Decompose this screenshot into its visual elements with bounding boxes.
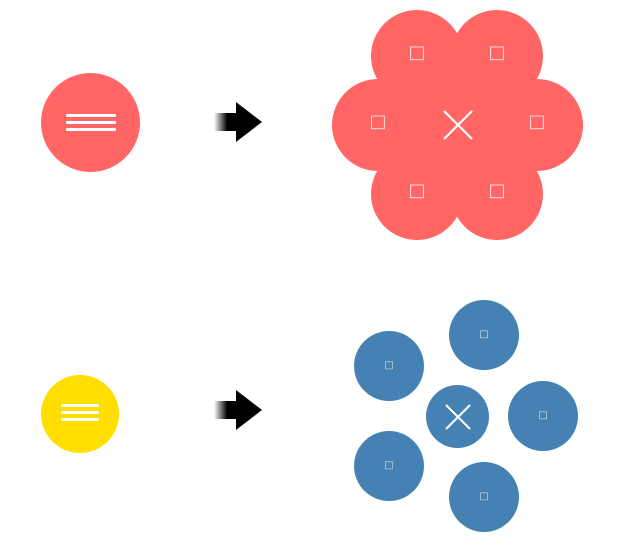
yellow-menu-toggle[interactable] — [41, 375, 119, 453]
menu-item-button[interactable]: □ — [449, 300, 519, 370]
menu-item-icon: □ — [479, 491, 489, 502]
menu-item-icon: □ — [384, 460, 394, 471]
menu-item-icon: □ — [538, 410, 548, 421]
hamburger-icon-line-2 — [61, 411, 99, 414]
hamburger-icon-line-3 — [61, 418, 99, 421]
close-menu-button[interactable] — [426, 385, 489, 448]
menu-item-icon[interactable]: □ — [488, 180, 506, 201]
menu-item-icon[interactable]: □ — [488, 42, 506, 63]
red-menu-toggle[interactable] — [41, 73, 140, 172]
menu-item-icon[interactable]: □ — [369, 111, 387, 132]
arrow-right-icon — [214, 390, 262, 430]
menu-item-icon[interactable]: □ — [408, 180, 426, 201]
hamburger-icon-line-1 — [65, 114, 116, 117]
menu-item-icon: □ — [479, 329, 489, 340]
menu-item-icon: □ — [384, 360, 394, 371]
hamburger-icon-line-3 — [65, 128, 116, 131]
menu-item-button[interactable]: □ — [508, 381, 578, 451]
menu-item-button[interactable]: □ — [354, 331, 424, 401]
menu-item-icon[interactable]: □ — [408, 42, 426, 63]
close-icon — [444, 403, 471, 430]
menu-item-button[interactable]: □ — [449, 462, 519, 532]
menu-item-icon[interactable]: □ — [528, 111, 546, 132]
arrow-right-icon — [214, 102, 262, 142]
menu-item-button[interactable]: □ — [354, 431, 424, 501]
hamburger-icon-line-1 — [61, 404, 99, 407]
hamburger-icon-line-2 — [65, 121, 116, 124]
red-expanded-menu — [332, 10, 583, 240]
close-icon[interactable] — [442, 109, 474, 141]
